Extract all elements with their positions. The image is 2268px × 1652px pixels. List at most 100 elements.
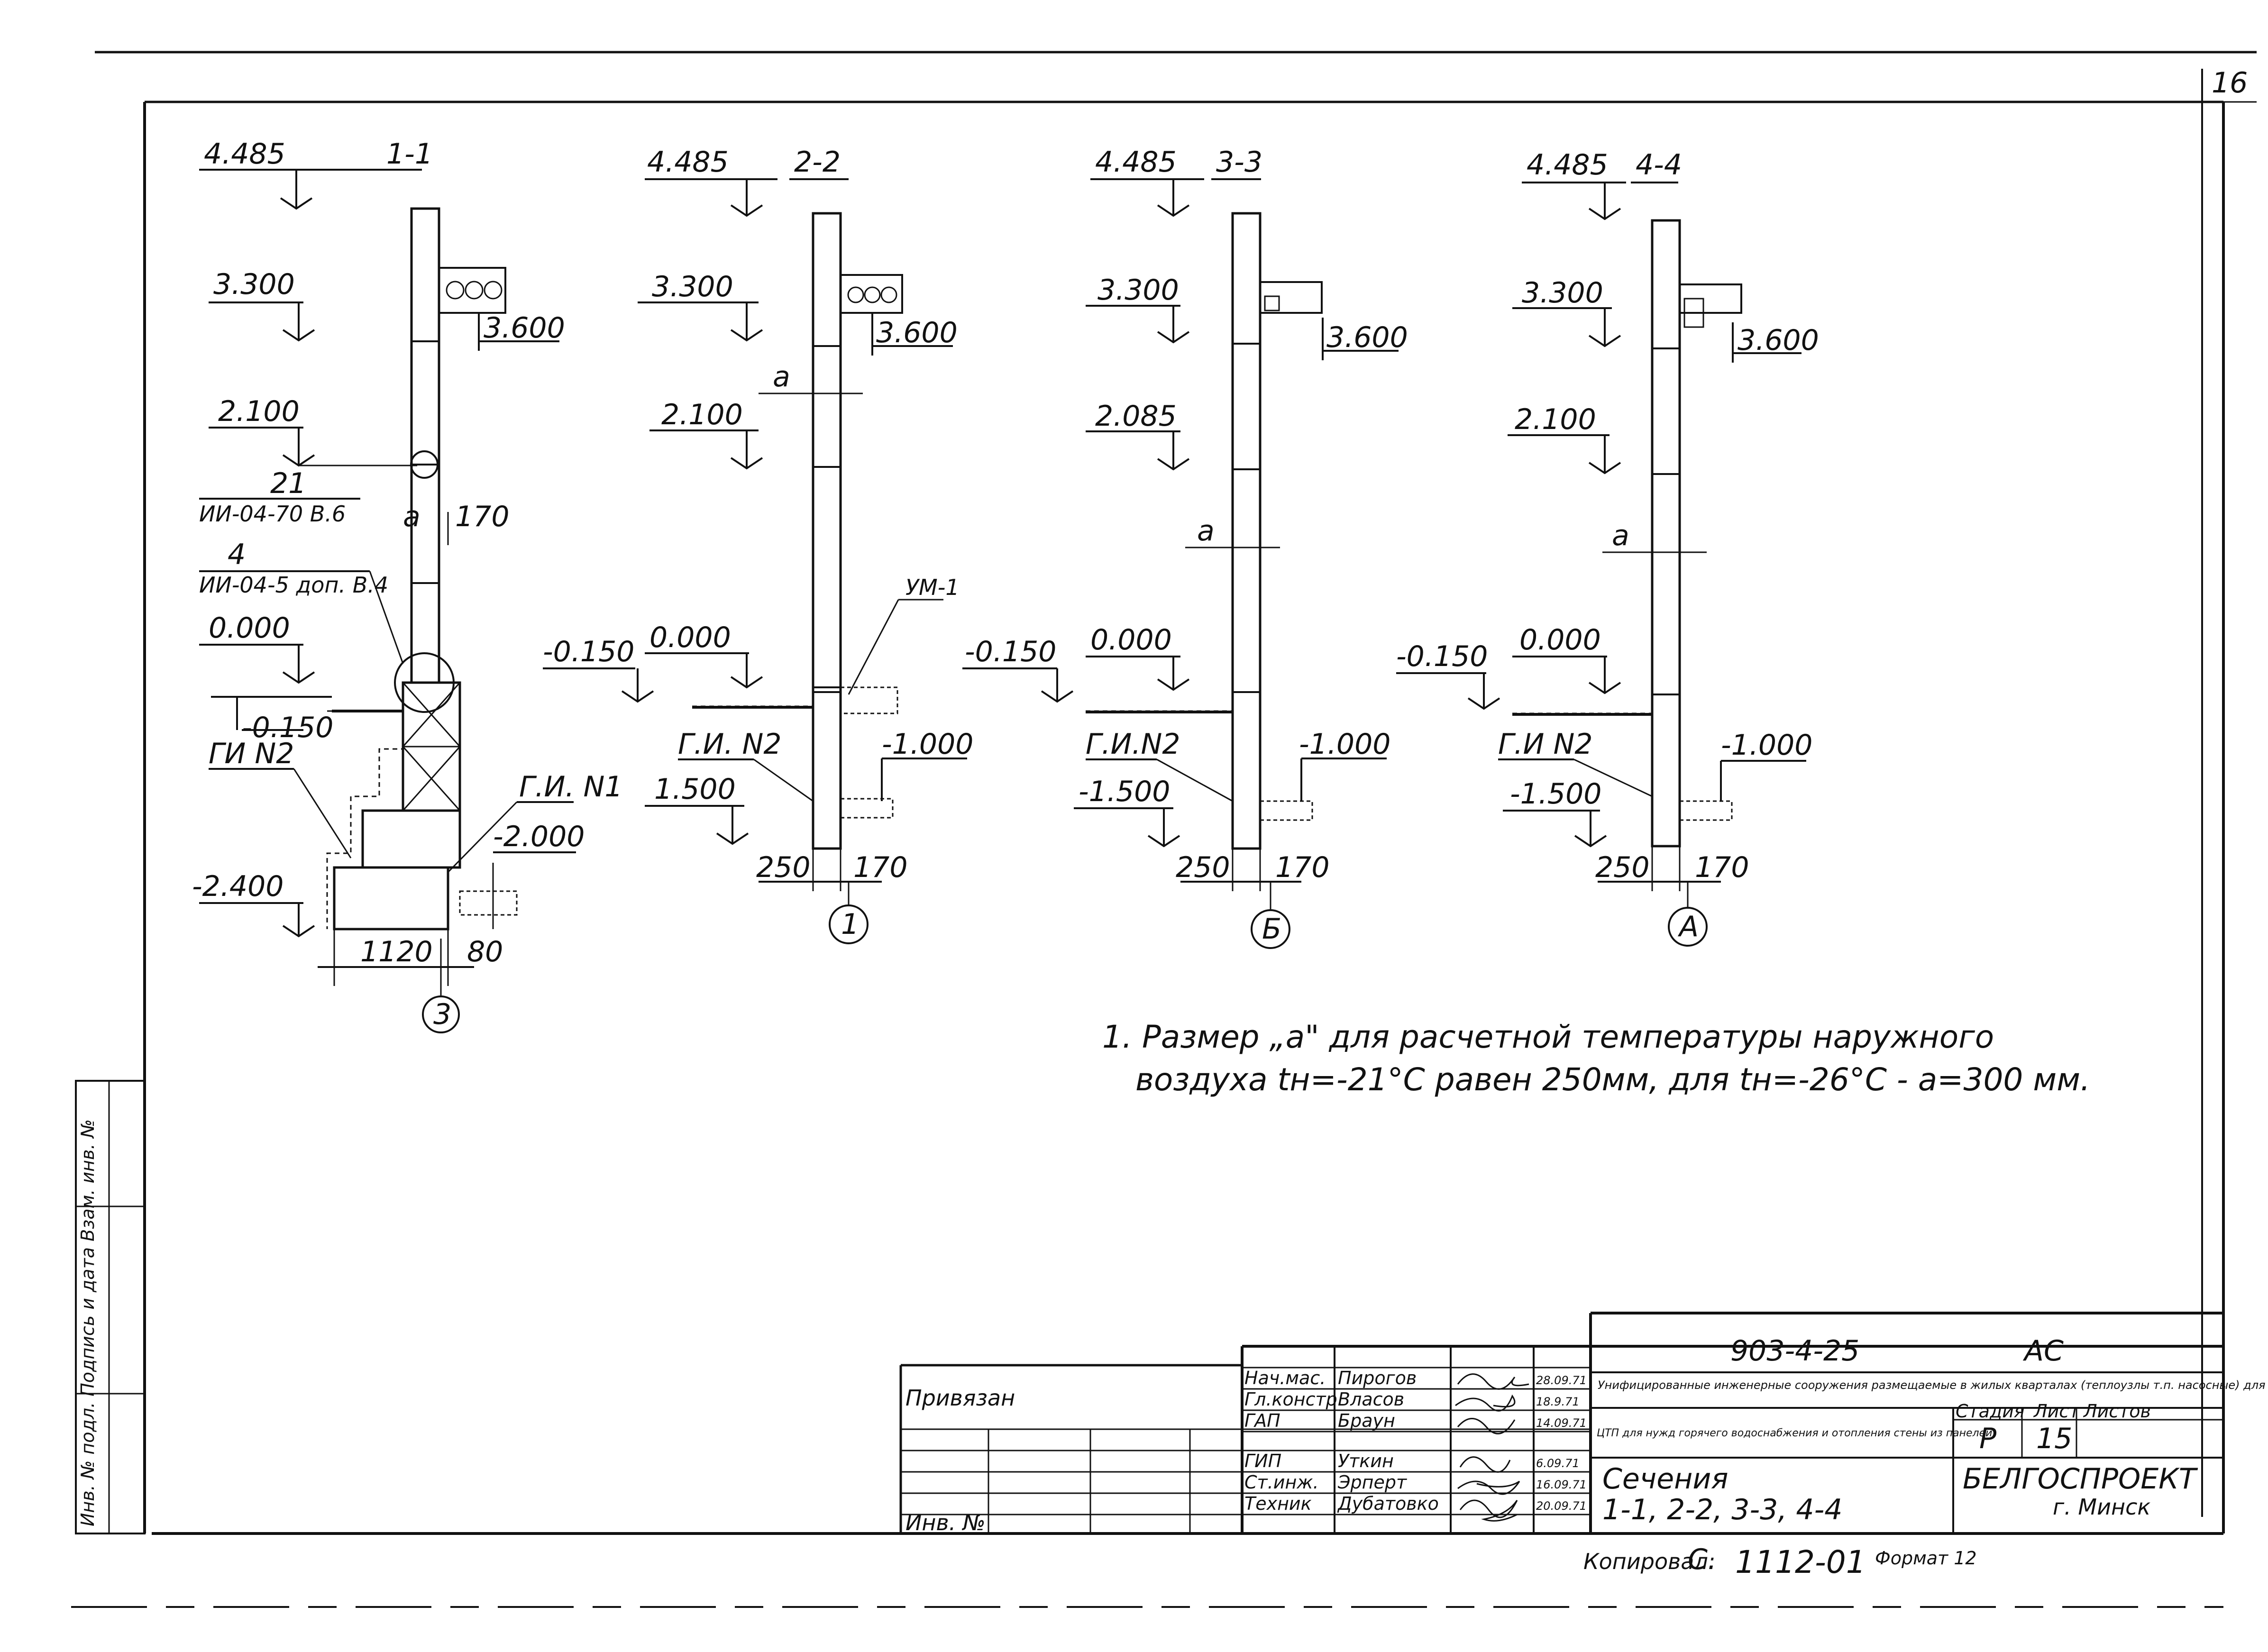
level-0000: 0.000 [1090,623,1172,657]
project-name: Унифицированные инженерные сооружения ра… [1598,1378,2268,1392]
level-minus-1000: -1.000 [882,728,973,761]
callout-gi-n2: ГИ N2 [209,737,294,770]
title-block: 903-4-25 АС Унифицированные инженерные с… [899,1312,2268,1580]
level-1500: 1.500 [654,773,736,806]
copy-number: 1112-01 [1735,1544,1866,1580]
staff-role-6: Техник [1244,1493,1312,1514]
level-minus-1500: -1.500 [1510,777,1601,811]
org-name: БЕЛГОСПРОЕКТ [1963,1462,2198,1496]
level-3300: 3.300 [652,270,733,303]
level-4485: 4.485 [1527,148,1608,182]
dim-a: а [1612,519,1629,552]
section-title: 4-4 [1636,148,1682,182]
level-minus-0150: -0.150 [1396,640,1488,673]
level-0000: 0.000 [649,621,731,654]
staff-name-6: Дубатовко [1337,1493,1439,1514]
level-2100: 2.100 [661,398,743,431]
note-line-1: 1. Размер „а" для расчетной температуры … [1102,1019,1994,1055]
level-minus-0150: -0.150 [965,635,1056,668]
callout-gi-n1: Г.И. N1 [519,770,623,803]
axis-mark: А [1677,910,1699,943]
staff-date-5: 16.09.71 [1536,1478,1587,1491]
doc-code: 903-4-25 [1730,1334,1859,1368]
callout-21: 21 [270,467,306,500]
staff-date-3: 14.09.71 [1536,1416,1587,1430]
level-2100: 2.100 [218,395,300,428]
dim-a: а [1197,514,1215,548]
axis-mark: 1 [841,908,859,941]
dim-a: а [773,360,790,393]
callout-gi-n2: Г.И. N2 [678,728,782,761]
staff-date-4: 6.09.71 [1536,1457,1580,1470]
level-4485: 4.485 [1095,146,1177,179]
staff-role-2: Гл.констр. [1244,1389,1343,1410]
callout-gi-n2: Г.И N2 [1498,728,1593,761]
level-4485: 4.485 [647,146,729,179]
callout-4: 4 [228,538,246,571]
callout-um-1: УМ-1 [905,575,960,600]
level-2100: 2.100 [1515,403,1596,436]
axis-mark: Б [1262,913,1281,946]
general-note: 1. Размер „а" для расчетной температуры … [1102,1019,2090,1098]
dim-170: 170 [455,500,510,533]
level-2085: 2.085 [1095,400,1177,433]
callout-ii-04-70: ИИ-04-70 В.6 [199,501,346,527]
callout-ii-04-5: ИИ-04-5 доп. В.4 [199,572,388,598]
format-label: Формат 12 [1875,1548,1977,1569]
dim-a: а [403,500,421,533]
dim-170: 170 [1695,851,1749,884]
level-3300: 3.300 [213,268,295,301]
section-2-2: 4.485 2-2 3.300 3.600 а 2.100 УМ-1 -0.15… [543,146,973,944]
level-minus-1000: -1.000 [1721,729,1812,762]
dim-250: 250 [756,851,811,884]
staff-name-1: Пирогов [1338,1368,1417,1388]
dim-170: 170 [1275,851,1330,884]
object-name: ЦТП для нужд горячего водоснабжения и от… [1597,1427,1992,1439]
staff-date-2: 18.9.71 [1536,1395,1580,1408]
dim-250: 250 [1595,851,1650,884]
level-minus-2400: -2.400 [192,870,284,903]
staff-name-5: Эрперт [1337,1472,1408,1493]
dim-80: 80 [467,935,503,968]
level-3600: 3.600 [1326,321,1408,354]
callout-gi-n2: Г.И.N2 [1086,728,1180,761]
section-4-4: 4.485 4-4 3.300 3.600 2.100 а -0.150 0.0… [1396,148,1819,947]
dim-170: 170 [853,851,908,884]
signatures [1455,1373,1529,1522]
staff-name-3: Браун [1338,1410,1395,1431]
sheet-label: Лист [2033,1401,2080,1422]
level-minus-1000: -1.000 [1299,728,1390,761]
level-minus-1500: -1.500 [1079,775,1170,808]
sheet-frame: 16 [71,51,2257,1608]
stage-value: Р [1979,1422,1997,1455]
level-0000: 0.000 [209,612,290,645]
staff-role-1: Нач.мас. [1244,1368,1326,1388]
section-title: 1-1 [386,137,433,171]
bound-label: Привязан [905,1385,1015,1411]
dim-250: 250 [1176,851,1230,884]
org-city: г. Минск [2053,1494,2150,1520]
copied-label: Копировал: [1583,1549,1715,1574]
staff-date-1: 28.09.71 [1536,1374,1587,1387]
drawing-title-2: 1-1, 2-2, 3-3, 4-4 [1602,1493,1842,1526]
copy-signature: С. [1688,1543,1717,1576]
inv-label: Инв. № [905,1510,986,1535]
staff-role-3: ГАП [1244,1410,1280,1431]
section-1-1: 4.485 1-1 3.300 3.600 2.100 21 ИИ-04-70 … [192,137,623,1033]
level-minus-0150: -0.150 [242,711,333,744]
sheet-number: 16 [2212,66,2248,100]
level-4485: 4.485 [204,137,285,171]
level-3300: 3.300 [1097,274,1179,307]
drawing-title-1: Сечения [1602,1462,1728,1496]
level-3600: 3.600 [1738,324,1819,357]
level-3600: 3.600 [484,311,565,345]
level-minus-0150: -0.150 [543,635,634,668]
side-stamp: Инв. № подл. Подпись и дата Взам. инв. № [75,1080,146,1534]
staff-role-5: Ст.инж. [1244,1472,1319,1493]
staff-date-6: 20.09.71 [1536,1499,1587,1513]
section-title: 2-2 [794,146,841,179]
level-0000: 0.000 [1519,623,1601,657]
sheet-value: 15 [2036,1422,2072,1455]
staff-name-4: Уткин [1338,1451,1394,1471]
